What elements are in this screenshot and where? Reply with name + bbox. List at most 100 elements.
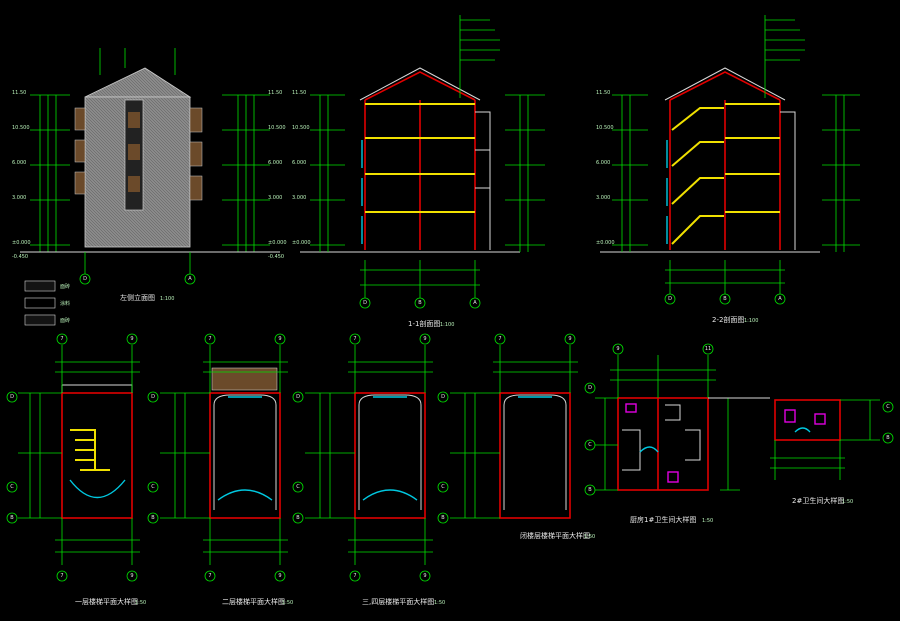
plan1-dims [18, 345, 140, 565]
plan4-scale: 1:50 [584, 534, 595, 540]
legend-swatch [24, 297, 56, 309]
axis-label: 9 [278, 573, 281, 579]
section2-stair-flights [671, 107, 724, 245]
axis-label: D [363, 300, 367, 306]
plan2-stair-outline [213, 394, 277, 510]
plan1-scale: 1:50 [135, 600, 146, 606]
plan1-landing-arc [69, 479, 126, 498]
section1-level: 10.500 [292, 125, 310, 131]
elevation-scale: 1:100 [160, 296, 174, 302]
kitchen-fixtures [622, 404, 701, 471]
axis-label: 9 [616, 346, 619, 352]
plan3-window-arc [362, 396, 418, 501]
axis-bubble [437, 391, 449, 403]
section2-level: 10.500 [596, 125, 614, 131]
legend-label: 面砖 [60, 283, 70, 290]
axis-label: A [778, 296, 782, 302]
elevation-leaders [99, 48, 176, 75]
elev-level-right: -0.450 [268, 254, 284, 260]
elevation-balcony [189, 175, 203, 201]
axis-bubble [882, 401, 894, 413]
axis-bubble [274, 333, 286, 345]
axis-label: D [83, 276, 87, 282]
axis-bubble [184, 273, 196, 285]
kitchen-bath1-plan: 9 11 D C B 厨房1#卫生间大样图 1:50 [584, 343, 770, 524]
section2-title: 2-2剖面图 [712, 315, 744, 324]
axis-label: 7 [353, 573, 356, 579]
elev-level-right: 6.000 [268, 160, 282, 166]
bath2-walls [774, 399, 841, 441]
axis-bubble [349, 333, 361, 345]
axis-label: 9 [130, 336, 133, 342]
kitchen-scale: 1:50 [702, 518, 713, 524]
stair-plan-2 [209, 367, 281, 519]
axis-label: C [10, 484, 14, 490]
bath2-toilet [814, 413, 826, 425]
axis-label: 7 [208, 336, 211, 342]
bath1-toilet [667, 471, 679, 483]
axis-bubble [349, 570, 361, 582]
axis-bubble [437, 481, 449, 493]
section2-scale: 1:100 [744, 318, 758, 324]
section2-roof [669, 71, 781, 101]
elevation-dim-left [30, 94, 70, 252]
elev-level-left: ±0.000 [12, 240, 31, 246]
section2-slabs [725, 103, 780, 213]
elev-level-left: 3.000 [12, 195, 26, 201]
section2-balcony [780, 111, 796, 250]
legend-swatch [24, 280, 56, 292]
axis-label: C [441, 484, 445, 490]
elevation-title: 左侧立面图 [120, 293, 155, 302]
elevation-window [128, 144, 140, 160]
plan2-walls [209, 392, 281, 519]
axis-bubble [274, 570, 286, 582]
elevation-balcony [189, 141, 203, 167]
stair-plan-4 [499, 392, 571, 519]
plan2-balcony [211, 367, 278, 391]
axis-label: C [151, 484, 155, 490]
axis-bubble [292, 481, 304, 493]
section2-roof-notes [764, 15, 805, 98]
axis-label: B [151, 515, 155, 521]
axis-bubble [6, 512, 18, 524]
axis-bubble [719, 293, 731, 305]
axis-label: B [296, 515, 300, 521]
axis-bubble [359, 297, 371, 309]
axis-label: B [10, 515, 14, 521]
axis-bubble [419, 333, 431, 345]
axis-bubble [56, 333, 68, 345]
axis-label: B [441, 515, 445, 521]
axis-bubble [6, 481, 18, 493]
elevation-balcony [189, 107, 203, 133]
legend-label: 涂料 [60, 300, 70, 307]
axis-bubble [6, 391, 18, 403]
elevation-dim-right [222, 94, 270, 252]
axis-label: C [886, 404, 890, 410]
axis-bubble [612, 343, 624, 355]
elev-level-right: ±0.000 [268, 240, 287, 246]
axis-label: 7 [498, 336, 501, 342]
axis-label: D [441, 394, 445, 400]
section2-level: 6.000 [596, 160, 610, 166]
section2-dim-right [822, 94, 860, 252]
section1-dim-right [505, 94, 545, 252]
elevation-balcony [74, 139, 86, 163]
axis-label: 7 [353, 336, 356, 342]
section1-roof-notes [459, 15, 500, 98]
axis-bubble [292, 512, 304, 524]
plan3-walls [354, 392, 426, 519]
axis-bubble [469, 297, 481, 309]
elevation-axis-lines [84, 252, 191, 274]
plan2-title: 二层楼梯平面大样图 [222, 597, 285, 606]
elev-level-right: 3.000 [268, 195, 282, 201]
elev-level-right: 11.50 [268, 90, 282, 96]
plan4-stair-outline [503, 394, 567, 510]
legend-label: 面砖 [60, 317, 70, 324]
plan2-window-arc [217, 396, 273, 501]
axis-bubble [882, 432, 894, 444]
elevation-balcony [74, 171, 86, 195]
section2-level: ±0.000 [596, 240, 615, 246]
plan2-scale: 1:50 [282, 600, 293, 606]
elevation-window [128, 176, 140, 192]
section1-level: ±0.000 [292, 240, 311, 246]
